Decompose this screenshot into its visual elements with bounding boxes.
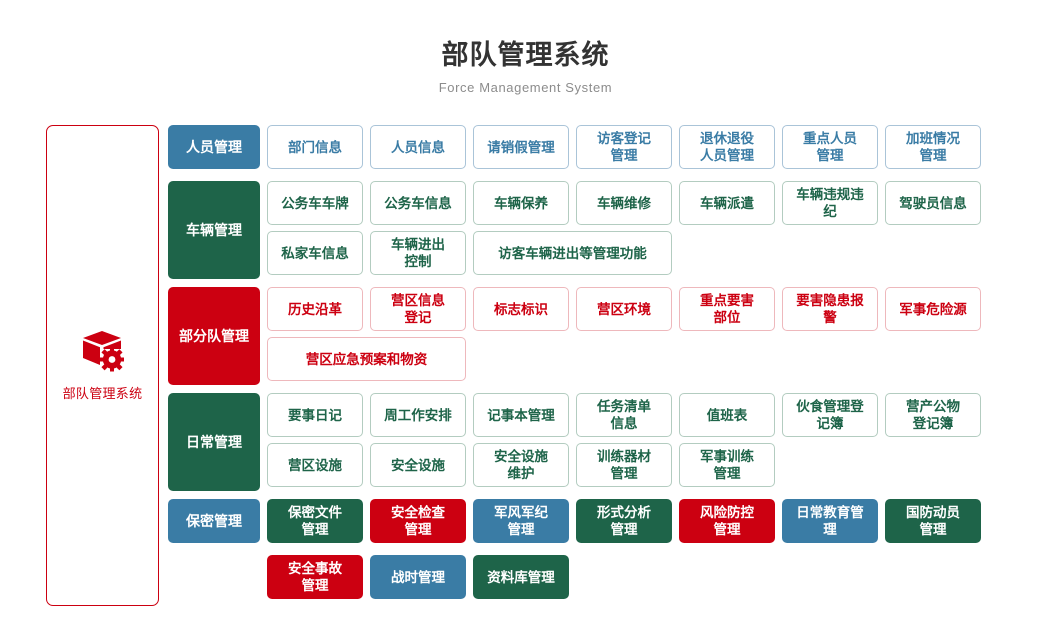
box-gear-icon [82,330,124,371]
module-button[interactable]: 安全事故 管理 [267,555,363,599]
module-row-personnel: 人员管理 部门信息 人员信息 请销假管理 访客登记 管理 退休退役 人员管理 重… [168,125,1051,175]
row-header-personnel[interactable]: 人员管理 [168,125,260,169]
module-button[interactable]: 车辆保养 [473,181,569,225]
module-button[interactable]: 资料库管理 [473,555,569,599]
module-button[interactable]: 车辆违规违纪 [782,181,878,225]
module-button[interactable]: 战时管理 [370,555,466,599]
body-area: 部队管理系统 人员管理 部门信息 人员信息 请销假管理 访客登记 管理 退休退役… [0,125,1051,606]
module-button[interactable]: 伙食管理登记簿 [782,393,878,437]
module-button[interactable]: 公务车车牌 [267,181,363,225]
module-grid: 人员管理 部门信息 人员信息 请销假管理 访客登记 管理 退休退役 人员管理 重… [168,125,1051,605]
module-button[interactable]: 请销假管理 [473,125,569,169]
module-button[interactable]: 公务车信息 [370,181,466,225]
module-button[interactable]: 记事本管理 [473,393,569,437]
row-header-unit[interactable]: 部分队管理 [168,287,260,385]
module-button[interactable]: 历史沿革 [267,287,363,331]
module-button[interactable]: 任务清单 信息 [576,393,672,437]
module-button[interactable]: 要事日记 [267,393,363,437]
page-header: 部队管理系统 Force Management System [0,0,1051,96]
module-button[interactable]: 营区应急预案和物资 [267,337,466,381]
row-items-unit: 历史沿革 营区信息 登记 标志标识 营区环境 重点要害 部位 要害隐患报警 军事… [267,287,1051,387]
module-button[interactable]: 部门信息 [267,125,363,169]
module-button[interactable]: 标志标识 [473,287,569,331]
row-header-vehicle[interactable]: 车辆管理 [168,181,260,279]
module-row-vehicle: 车辆管理 公务车车牌 公务车信息 车辆保养 车辆维修 车辆派遣 车辆违规违纪 驾… [168,181,1051,281]
row-header-daily[interactable]: 日常管理 [168,393,260,491]
module-button[interactable]: 安全设施 维护 [473,443,569,487]
module-row-extra: 安全事故 管理 战时管理 资料库管理 [267,555,1051,605]
module-button[interactable]: 形式分析 管理 [576,499,672,543]
module-button[interactable]: 访客登记 管理 [576,125,672,169]
module-button[interactable]: 车辆派遣 [679,181,775,225]
module-button[interactable]: 私家车信息 [267,231,363,275]
module-button[interactable]: 驾驶员信息 [885,181,981,225]
module-button[interactable]: 安全检查 管理 [370,499,466,543]
module-button[interactable]: 人员信息 [370,125,466,169]
module-button[interactable]: 营区环境 [576,287,672,331]
module-row-security: 保密管理 保密文件 管理 安全检查 管理 军风军纪 管理 形式分析 管理 风险防… [168,499,1051,549]
module-button[interactable]: 重点人员 管理 [782,125,878,169]
row-items-daily: 要事日记 周工作安排 记事本管理 任务清单 信息 值班表 伙食管理登记簿 营产公… [267,393,1051,493]
module-button[interactable]: 国防动员 管理 [885,499,981,543]
module-button[interactable]: 营区设施 [267,443,363,487]
module-button[interactable]: 车辆维修 [576,181,672,225]
page-title: 部队管理系统 [441,40,610,70]
module-button[interactable]: 营区信息 登记 [370,287,466,331]
row-items-security: 保密文件 管理 安全检查 管理 军风军纪 管理 形式分析 管理 风险防控 管理 … [267,499,1051,549]
module-button[interactable]: 周工作安排 [370,393,466,437]
row-items-personnel: 部门信息 人员信息 请销假管理 访客登记 管理 退休退役 人员管理 重点人员 管… [267,125,1051,175]
module-row-unit: 部分队管理 历史沿革 营区信息 登记 标志标识 营区环境 重点要害 部位 要害隐… [168,287,1051,387]
page-subtitle: Force Management System [438,80,613,95]
row-header-security[interactable]: 保密管理 [168,499,260,543]
module-button[interactable]: 退休退役 人员管理 [679,125,775,169]
brand-panel[interactable]: 部队管理系统 [46,125,159,606]
module-button[interactable]: 值班表 [679,393,775,437]
module-button[interactable]: 军风军纪 管理 [473,499,569,543]
module-button[interactable]: 风险防控 管理 [679,499,775,543]
module-button[interactable]: 保密文件 管理 [267,499,363,543]
module-button[interactable]: 营产公物 登记簿 [885,393,981,437]
module-button[interactable]: 重点要害 部位 [679,287,775,331]
module-button[interactable]: 军事危险源 [885,287,981,331]
module-button[interactable]: 日常教育管理 [782,499,878,543]
row-items-vehicle: 公务车车牌 公务车信息 车辆保养 车辆维修 车辆派遣 车辆违规违纪 驾驶员信息 … [267,181,1051,281]
module-button[interactable]: 安全设施 [370,443,466,487]
module-button[interactable]: 访客车辆进出等管理功能 [473,231,672,275]
brand-label: 部队管理系统 [62,385,143,401]
module-button[interactable]: 军事训练 管理 [679,443,775,487]
module-button[interactable]: 训练器材 管理 [576,443,672,487]
module-button[interactable]: 要害隐患报警 [782,287,878,331]
module-button[interactable]: 车辆进出 控制 [370,231,466,275]
module-button[interactable]: 加班情况 管理 [885,125,981,169]
module-row-daily: 日常管理 要事日记 周工作安排 记事本管理 任务清单 信息 值班表 伙食管理登记… [168,393,1051,493]
